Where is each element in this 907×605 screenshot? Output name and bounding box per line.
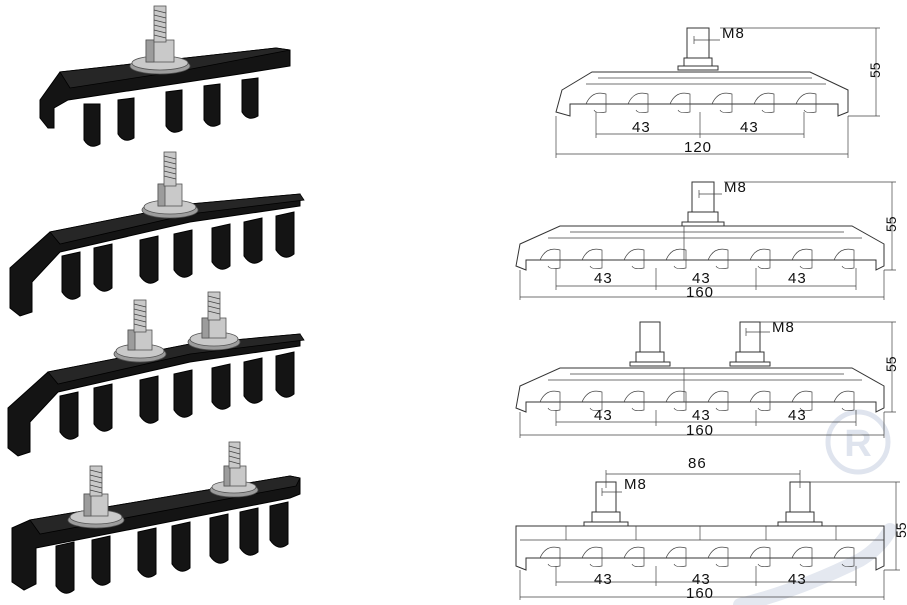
product-photo-3 — [7, 291, 305, 457]
overall-dimension-line — [555, 116, 849, 158]
bolt-size-label: M8 — [724, 179, 747, 196]
pitch-dimension-line — [555, 268, 857, 290]
bolt-leader — [693, 36, 720, 44]
conductor-slots — [539, 546, 855, 568]
conductor-slots — [83, 77, 259, 147]
bolt-outline-left — [629, 321, 671, 367]
pitch-label-2: 43 — [692, 407, 711, 424]
registered-watermark: R — [825, 409, 891, 475]
product-photo-2 — [9, 151, 305, 317]
bolt-outline-right — [777, 481, 823, 527]
bolt-leader — [601, 488, 622, 496]
pitch-label-3: 43 — [788, 407, 807, 424]
pitch-dimension-line — [555, 566, 857, 586]
pitch-label-3: 43 — [788, 270, 807, 287]
bolt-outline-left — [583, 481, 629, 527]
bolt-leader — [745, 328, 770, 336]
height-dimension-line — [760, 321, 896, 413]
conductor-slots — [585, 92, 817, 114]
pitch-label-2: 43 — [692, 571, 711, 588]
pitch-dimension-line — [555, 410, 857, 426]
bolt-outline — [681, 181, 725, 227]
technical-drawing-2: M8 55 43 43 43 160 — [515, 179, 899, 301]
bolt-size-label: M8 — [722, 25, 745, 42]
height-dimension-label: 55 — [893, 522, 907, 538]
conductor-slots — [55, 501, 289, 594]
conductor-slots — [59, 351, 295, 440]
height-dimension-label: 55 — [883, 356, 899, 372]
bolt-leader — [698, 190, 722, 198]
overall-dimension-line — [519, 412, 885, 438]
overall-width-label: 160 — [686, 422, 714, 439]
registered-mark: R — [844, 423, 871, 465]
watermark-arc — [733, 523, 897, 605]
product-photo-4 — [11, 441, 301, 594]
bolt-assembly-left — [67, 465, 125, 529]
hanger-body — [515, 225, 885, 271]
pitch-label-1: 43 — [594, 571, 613, 588]
height-dimension-label: 55 — [883, 216, 899, 232]
hanger-body — [515, 525, 885, 571]
technical-drawing-3: M8 55 43 43 43 160 — [515, 319, 899, 439]
pitch-label-1: 43 — [632, 119, 651, 136]
bolt-assembly — [141, 151, 199, 219]
overall-width-label: 160 — [686, 585, 714, 602]
bolt-assembly-left — [113, 299, 167, 363]
technical-drawing-4: 86 M8 55 43 43 43 160 — [515, 455, 907, 602]
bolt-assembly-right — [187, 291, 241, 351]
conductor-slots — [539, 248, 855, 270]
overall-width-label: 120 — [684, 139, 712, 156]
bolt-assembly — [129, 5, 191, 75]
pitch-label-2: 43 — [740, 119, 759, 136]
product-photo-1 — [39, 5, 291, 147]
conductor-slots — [539, 390, 855, 412]
conductor-slots — [61, 211, 295, 300]
bolt-size-label: M8 — [624, 476, 647, 493]
bolt-spacing-dimension-line — [605, 470, 801, 488]
height-dimension-line — [810, 481, 900, 571]
hanger-body — [555, 71, 849, 117]
hanger-body — [515, 367, 885, 413]
bolt-assembly-right — [209, 441, 259, 498]
height-dimension-line — [720, 27, 880, 117]
bolt-outline-right — [729, 321, 771, 367]
pitch-dimension-line — [595, 112, 805, 138]
pitch-label-1: 43 — [594, 270, 613, 287]
pitch-label-3: 43 — [788, 571, 807, 588]
height-dimension-label: 55 — [867, 62, 883, 78]
technical-drawing-1: M8 55 43 43 120 — [555, 25, 883, 158]
overall-width-label: 160 — [686, 284, 714, 301]
height-dimension-line — [724, 181, 896, 271]
overall-dimension-line — [519, 270, 885, 300]
bolt-spacing-label: 86 — [688, 455, 707, 472]
pitch-label-1: 43 — [594, 407, 613, 424]
bolt-outline — [677, 27, 719, 71]
bolt-size-label: M8 — [772, 319, 795, 336]
overall-dimension-line — [519, 570, 885, 600]
pitch-label-2: 43 — [692, 270, 711, 287]
